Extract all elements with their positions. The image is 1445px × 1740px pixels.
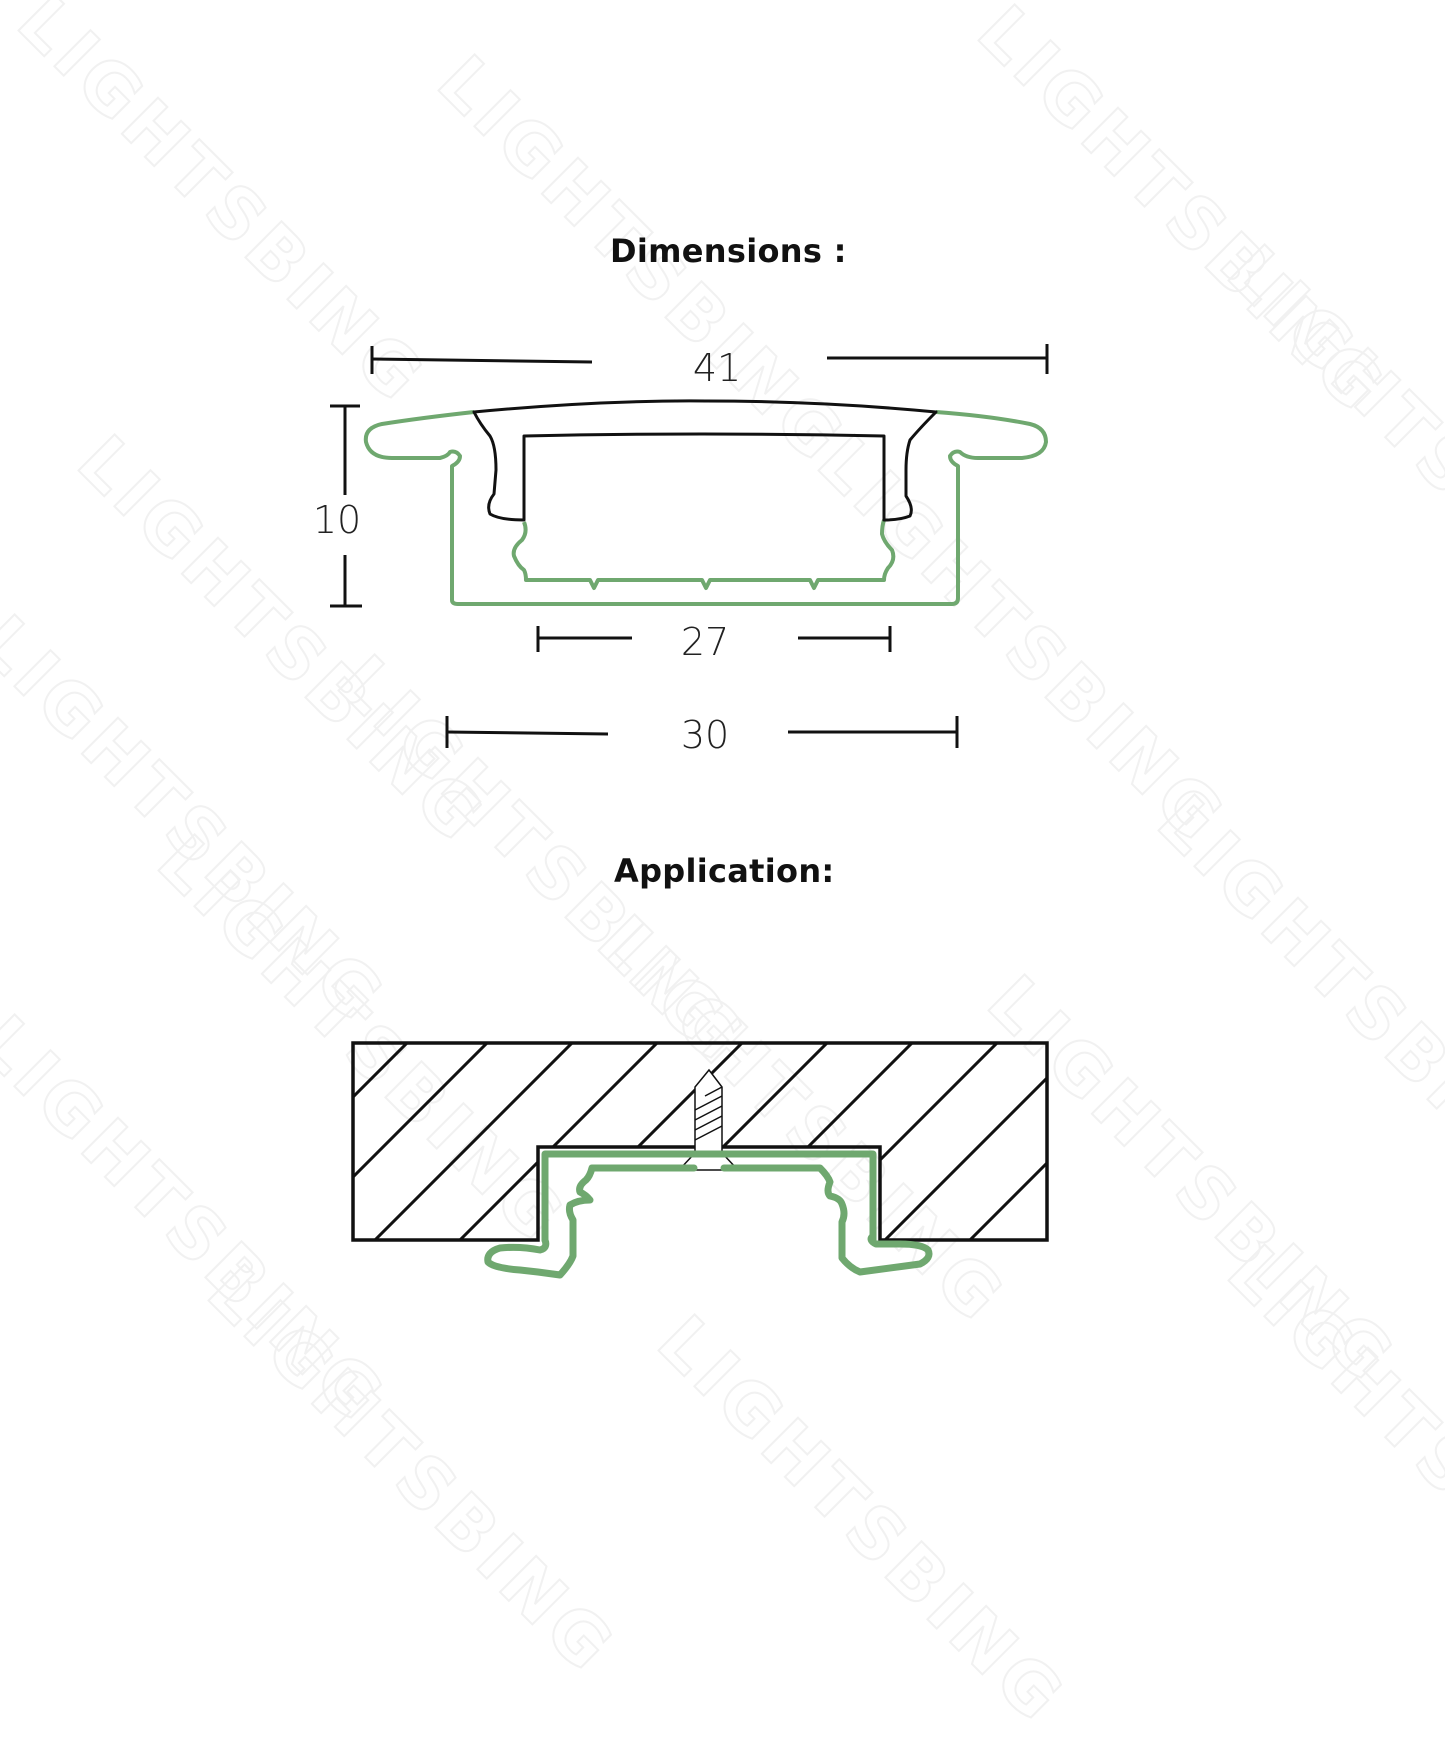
dim-line-27 xyxy=(536,626,892,652)
dim-line-41 xyxy=(370,344,1049,374)
dim-label-inner-width: 27 xyxy=(680,620,730,664)
diffuser xyxy=(472,399,938,522)
dimensions-title: Dimensions : xyxy=(610,232,847,270)
mounting-surface xyxy=(351,1041,1049,1242)
surface-hatching xyxy=(353,1043,1047,1240)
aluminium-profile xyxy=(363,410,1048,606)
dim-label-base-width: 30 xyxy=(680,713,730,757)
application-drawing xyxy=(351,1041,1049,1279)
dim-line-30 xyxy=(445,716,959,748)
installed-profile xyxy=(484,1150,933,1279)
dimensions-drawing xyxy=(330,344,1049,748)
application-title: Application: xyxy=(614,852,835,890)
dim-label-overall-width: 41 xyxy=(692,346,742,390)
dim-line-10 xyxy=(330,404,362,608)
dim-label-height: 10 xyxy=(312,498,362,542)
